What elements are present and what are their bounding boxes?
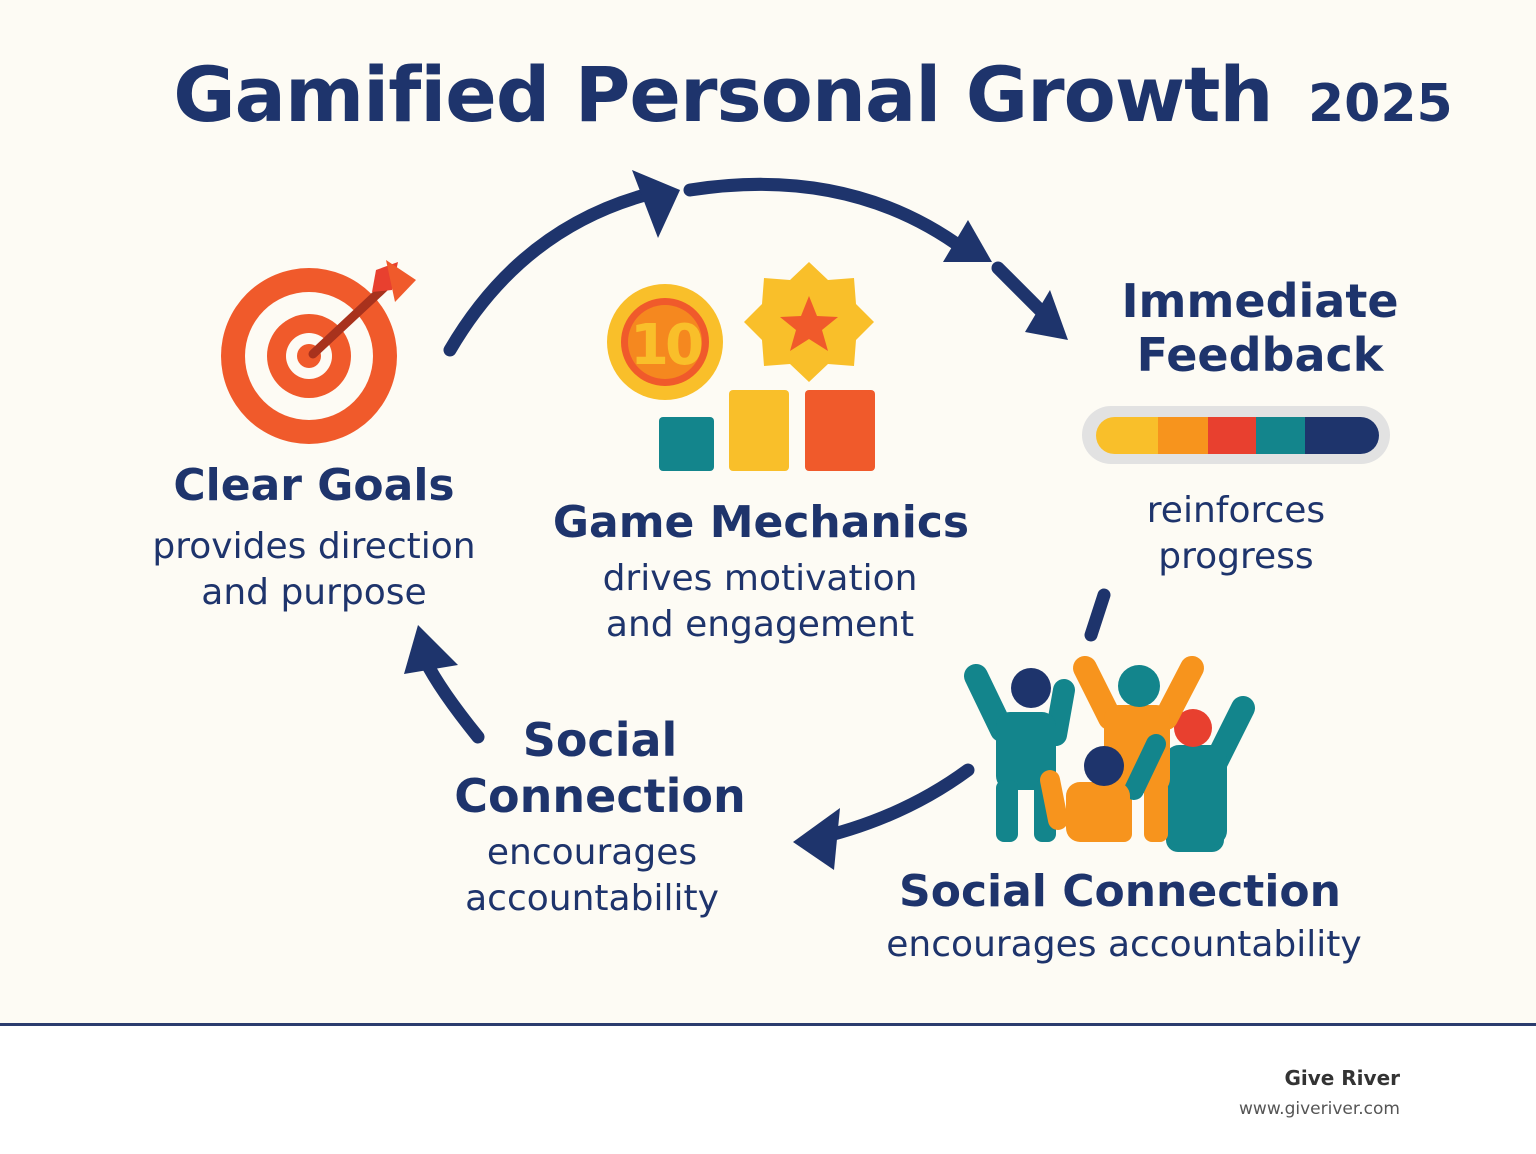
arrow-heads xyxy=(404,170,1068,870)
target-icon xyxy=(221,260,416,444)
title-main: Gamified Personal Growth xyxy=(173,50,1273,139)
social-connection-right-desc: encourages accountability xyxy=(886,924,1362,965)
social-connection-left-heading: Social Connection xyxy=(440,712,760,824)
footer xyxy=(0,1026,1536,1154)
immediate-feedback-desc-line1: reinforces xyxy=(1146,490,1326,531)
footer-brand-url[interactable]: www.giveriver.com xyxy=(1239,1099,1400,1119)
arrow-head-4 xyxy=(793,808,840,870)
arrow-mechanics-to-feedback xyxy=(683,177,972,257)
clear-goals-desc-line1: provides direction xyxy=(152,526,476,567)
game-mechanics-heading: Game Mechanics xyxy=(552,497,970,548)
coin-icon: 10 xyxy=(607,284,723,400)
game-mechanics-desc: drives motivation and engagement xyxy=(560,556,960,648)
social-connection-left-heading-line2: Connection xyxy=(454,769,746,823)
immediate-feedback-heading: Immediate Feedback xyxy=(1080,274,1440,382)
footer-divider xyxy=(0,1023,1536,1026)
arrow-head-1 xyxy=(632,170,680,238)
clear-goals-desc: provides direction and purpose xyxy=(114,524,514,616)
social-connection-left-desc: encourages accountability xyxy=(442,830,742,922)
arrow-goals-to-mechanics xyxy=(443,188,652,357)
social-connection-left-desc-line2: accountability xyxy=(465,878,719,919)
bar-blocks-icon xyxy=(659,390,875,471)
clear-goals-heading: Clear Goals xyxy=(173,460,455,511)
game-mechanics-desc-line2: and engagement xyxy=(605,604,915,645)
social-connection-left-heading-line1: Social xyxy=(522,713,678,767)
arrow-head-2 xyxy=(943,220,992,262)
people-group-icon xyxy=(964,656,1255,852)
footer-brand-name: Give River xyxy=(1284,1066,1400,1090)
immediate-feedback-desc: reinforces progress xyxy=(1086,488,1386,580)
arrow-head-5 xyxy=(404,625,458,674)
game-mechanics-desc-line1: drives motivation xyxy=(602,558,918,599)
page-title: Gamified Personal Growth 2025 xyxy=(0,50,1536,139)
immediate-feedback-desc-line2: progress xyxy=(1158,536,1314,577)
arrow-dash-feedback-to-social xyxy=(1084,588,1111,642)
star-badge-icon xyxy=(744,262,874,382)
social-connection-left-desc-line1: encourages xyxy=(486,832,698,873)
progress-bar-icon xyxy=(1082,406,1390,464)
arrow-head-3 xyxy=(1025,290,1068,340)
title-year: 2025 xyxy=(1307,74,1453,134)
immediate-feedback-heading-line1: Immediate xyxy=(1121,274,1399,328)
clear-goals-desc-line2: and purpose xyxy=(201,572,427,613)
immediate-feedback-heading-line2: Feedback xyxy=(1136,328,1384,382)
coin-value: 10 xyxy=(630,313,702,378)
social-connection-right-heading: Social Connection xyxy=(899,866,1341,917)
